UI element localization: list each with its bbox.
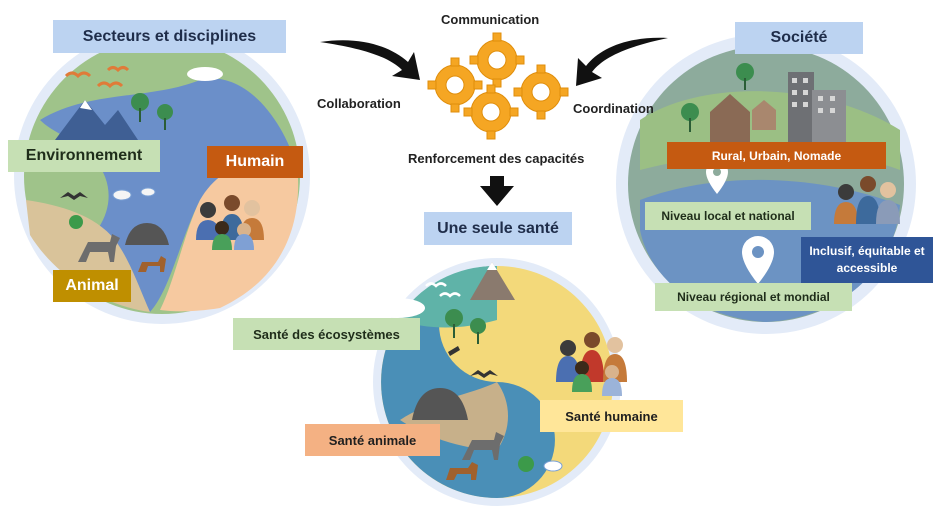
label-rural-urban-nomad: Rural, Urbain, Nomade bbox=[667, 142, 886, 169]
label-coordination: Coordination bbox=[573, 101, 654, 116]
mountain-icon bbox=[55, 100, 138, 140]
bottom-circle bbox=[369, 258, 627, 506]
label-environment: Environnement bbox=[8, 140, 160, 172]
left-panel-title: Secteurs et disciplines bbox=[53, 20, 286, 53]
bat-icon bbox=[60, 192, 88, 200]
label-capacity-building: Renforcement des capacités bbox=[408, 151, 585, 166]
label-animal: Animal bbox=[53, 270, 131, 302]
label-collaboration: Collaboration bbox=[317, 96, 401, 111]
location-pin-icon bbox=[706, 161, 728, 194]
house-icon bbox=[710, 94, 750, 142]
bottom-panel-title: Une seule santé bbox=[424, 212, 572, 245]
goat-icon bbox=[78, 234, 120, 262]
label-animal-health: Santé animale bbox=[305, 424, 440, 456]
label-communication: Communication bbox=[441, 12, 540, 27]
tree-icon bbox=[131, 93, 149, 122]
mosquito-icon bbox=[448, 346, 460, 356]
cloud-icon bbox=[187, 67, 223, 81]
right-panel-title: Société bbox=[735, 22, 863, 54]
arrow-icon bbox=[320, 37, 668, 206]
label-human: Humain bbox=[207, 146, 303, 178]
fish-icon bbox=[112, 189, 132, 201]
gear-icon bbox=[427, 32, 569, 140]
label-local-national: Niveau local et national bbox=[645, 202, 811, 230]
label-regional-global: Niveau régional et mondial bbox=[655, 283, 852, 311]
label-human-health: Santé humaine bbox=[540, 400, 683, 432]
label-ecosystem-health: Santé des écosystèmes bbox=[233, 318, 420, 350]
left-circle bbox=[14, 28, 310, 324]
bird-icon bbox=[64, 71, 92, 79]
hen-icon bbox=[69, 215, 83, 229]
dog-icon bbox=[138, 256, 166, 272]
gorilla-icon bbox=[125, 223, 169, 245]
building-icon bbox=[788, 72, 814, 144]
label-inclusive: Inclusif, équitable et accessible bbox=[801, 237, 933, 283]
person-icon bbox=[196, 195, 264, 250]
